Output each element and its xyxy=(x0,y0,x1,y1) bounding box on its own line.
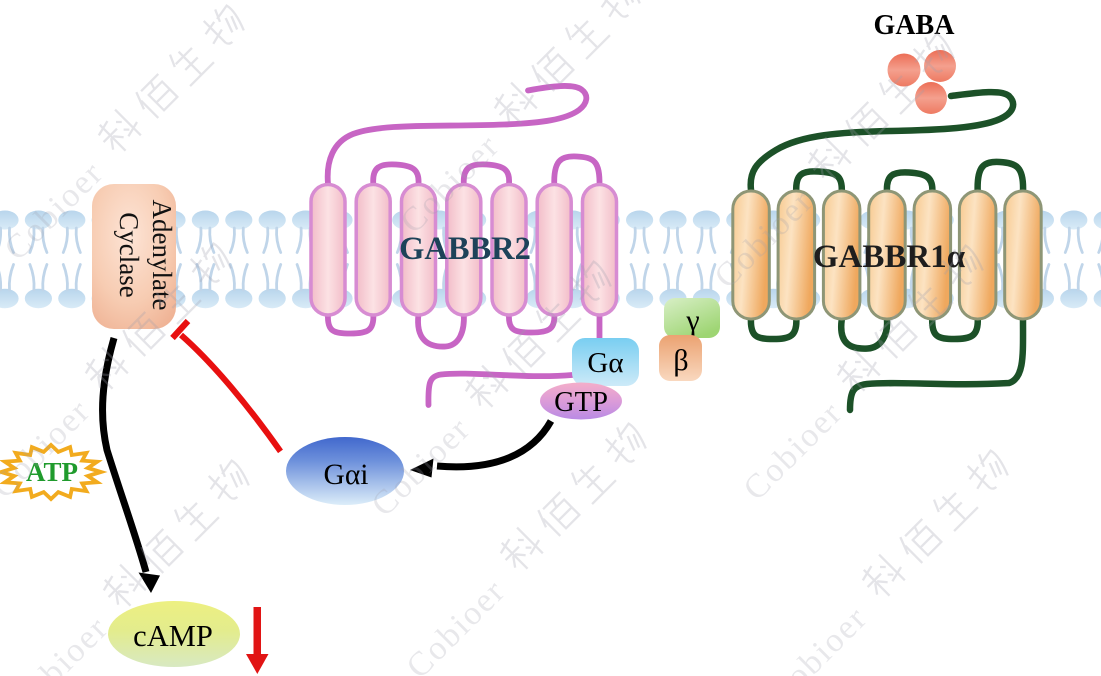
svg-text:cAMP: cAMP xyxy=(133,619,213,653)
svg-text:Gαi: Gαi xyxy=(324,459,369,491)
svg-text:Gα: Gα xyxy=(587,347,623,379)
svg-text:ATP: ATP xyxy=(26,457,78,487)
svg-text:GABBR1α: GABBR1α xyxy=(813,239,966,275)
svg-text:γ: γ xyxy=(685,304,699,337)
svg-text:GABBR2: GABBR2 xyxy=(399,231,531,267)
svg-text:β: β xyxy=(673,344,688,377)
svg-text:Cyclase: Cyclase xyxy=(114,212,144,297)
svg-text:GABA: GABA xyxy=(874,10,956,41)
svg-text:GTP: GTP xyxy=(554,387,608,418)
